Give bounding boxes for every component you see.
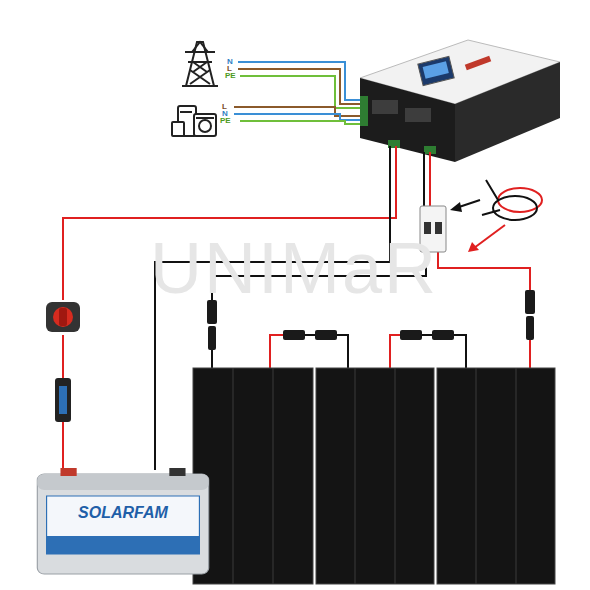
phase-label: PE xyxy=(220,117,231,125)
cable-coil xyxy=(482,180,542,220)
pv-wire xyxy=(423,152,425,208)
arrowhead xyxy=(468,242,479,252)
appliance-icon xyxy=(172,106,216,136)
pointer-arrow xyxy=(474,225,505,248)
phase-label: PE xyxy=(225,72,236,80)
battery-switch xyxy=(46,302,80,332)
fuse-holder xyxy=(55,378,71,422)
battery: SOLARFAM xyxy=(35,466,211,576)
arrowhead xyxy=(450,202,462,212)
brand-text: SOLARFAM xyxy=(35,466,211,522)
pylon-icon xyxy=(182,42,218,86)
watermark: UNIMaR xyxy=(150,232,438,304)
solar-panels xyxy=(193,368,555,584)
inverter xyxy=(360,40,560,162)
pv-wire xyxy=(429,152,431,208)
pv-wire xyxy=(438,250,530,290)
grid-wires xyxy=(234,62,362,124)
panel-leads xyxy=(212,335,530,368)
